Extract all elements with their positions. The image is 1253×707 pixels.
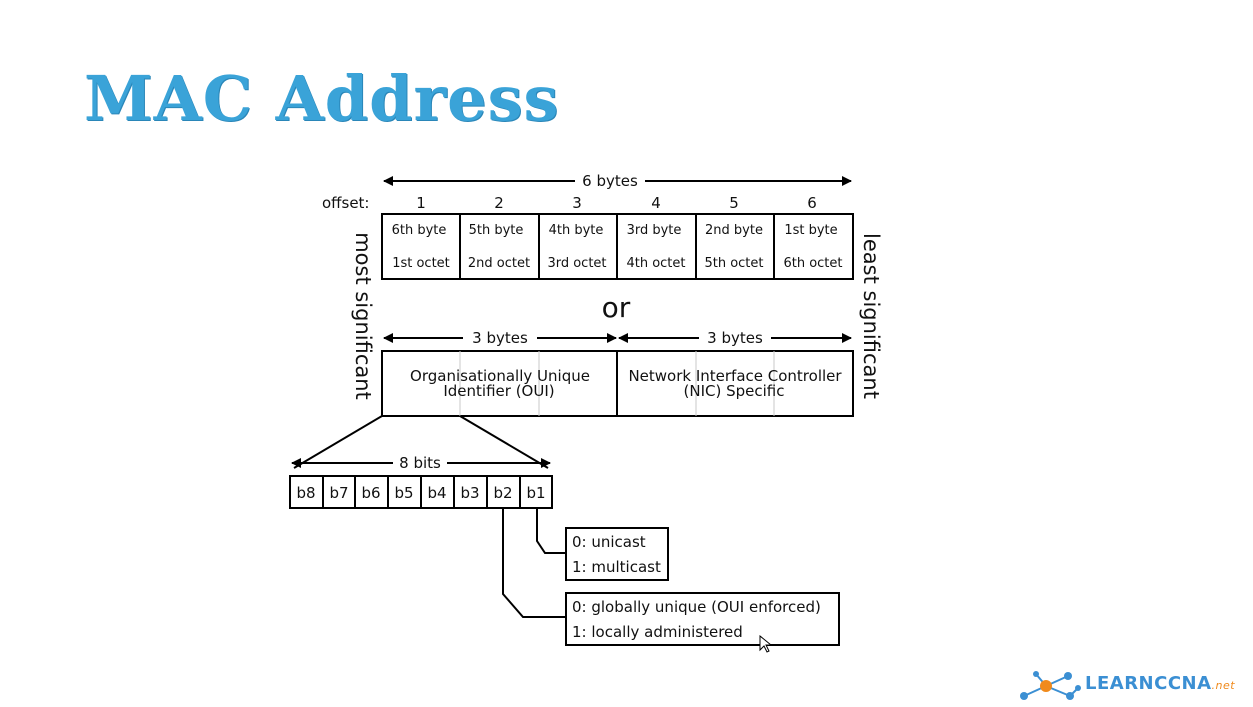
b1-multicast: 1: multicast [572, 558, 661, 576]
byte-1-octet: 1st octet [392, 256, 450, 271]
least-significant-label: least significant [859, 233, 883, 399]
six-bytes-label: 6 bytes [582, 172, 638, 190]
most-significant-label: most significant [351, 232, 375, 400]
mouse-cursor-icon [759, 634, 773, 653]
bit-b8: b8 [296, 484, 315, 502]
byte-5-octet: 5th octet [704, 256, 763, 271]
bit-row [289, 475, 553, 509]
bit-connectors [502, 508, 566, 618]
offset-2: 2 [494, 194, 504, 212]
three-bytes-right-label: 3 bytes [707, 329, 763, 347]
logo-net: .net [1211, 679, 1236, 692]
oui-label-line1: Organisationally Unique [410, 367, 590, 385]
byte-4-label: 3rd byte [627, 223, 682, 238]
byte-6-label: 1st byte [784, 223, 837, 238]
three-bytes-left-label: 3 bytes [472, 329, 528, 347]
offset-5: 5 [729, 194, 739, 212]
bit-b6: b6 [361, 484, 380, 502]
nic-label-line1: Network Interface Controller [628, 367, 842, 385]
nic-label-line2: (NIC) Specific [684, 382, 785, 400]
byte-2-octet: 2nd octet [468, 256, 530, 271]
byte-6-octet: 6th octet [783, 256, 842, 271]
bit-b4: b4 [427, 484, 446, 502]
bit-b3: b3 [460, 484, 479, 502]
offset-3: 3 [572, 194, 582, 212]
learnccna-logo: LEARNCCNA.net [1012, 668, 1247, 704]
expansion-lines [293, 415, 549, 469]
offset-4: 4 [651, 194, 661, 212]
byte-4-octet: 4th octet [626, 256, 685, 271]
byte-2-label: 5th byte [469, 223, 524, 238]
or-label: or [602, 291, 631, 324]
byte-5-label: 2nd byte [705, 223, 763, 238]
byte-row: 6th byte 1st octet 5th byte 2nd octet 4t… [381, 213, 854, 280]
eight-bits-label: 8 bits [399, 454, 441, 472]
oui-nic-row [381, 350, 854, 417]
byte-3-label: 4th byte [549, 223, 604, 238]
byte-3-octet: 3rd octet [547, 256, 606, 271]
offset-label: offset: [322, 194, 370, 212]
b2-locally-administered: 1: locally administered [572, 623, 743, 641]
logo-learn: LEARN [1085, 673, 1155, 694]
page-title: MAC Address [84, 62, 560, 135]
bit-b2: b2 [493, 484, 512, 502]
byte-1-label: 6th byte [392, 223, 447, 238]
b2-meaning-box [565, 592, 840, 646]
offset-numbers: 1 2 3 4 5 6 [416, 194, 817, 212]
logo-ccna: CCNA [1154, 673, 1212, 694]
b2-globally-unique: 0: globally unique (OUI enforced) [572, 598, 821, 616]
logo-text: LEARNCCNA.net [1085, 673, 1235, 694]
offset-6: 6 [807, 194, 817, 212]
b1-unicast: 0: unicast [572, 533, 646, 551]
b1-meaning-box [565, 527, 669, 581]
oui-label-line2: Identifier (OUI) [443, 382, 554, 400]
bit-b5: b5 [394, 484, 413, 502]
offset-1: 1 [416, 194, 426, 212]
bit-b1: b1 [526, 484, 545, 502]
network-nodes-icon [1020, 671, 1081, 700]
bit-b7: b7 [329, 484, 348, 502]
